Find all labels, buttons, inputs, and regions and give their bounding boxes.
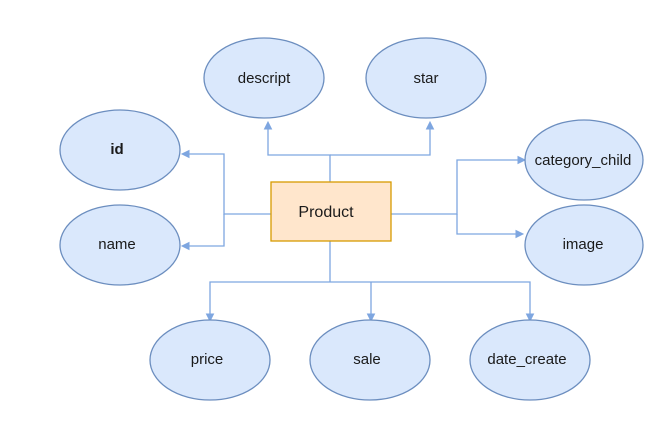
attribute-label-primary-key: id (110, 141, 123, 158)
attribute-ellipse (149, 319, 271, 401)
arrowhead-category-child-icon (517, 155, 527, 165)
arrowhead-descript-icon (263, 120, 273, 130)
arrowhead-price-icon (205, 313, 215, 323)
connectors (188, 128, 531, 314)
attribute-label: descript (238, 70, 291, 87)
attribute-date-create[interactable]: date_create (469, 319, 591, 401)
attribute-ellipse (59, 204, 181, 286)
arrowhead-sale-icon (366, 313, 376, 323)
connector-price (209, 281, 531, 314)
arrowhead-id-icon (180, 149, 190, 159)
attribute-ellipse (524, 204, 644, 286)
attribute-sale[interactable]: sale (309, 319, 431, 401)
connector-star (330, 128, 431, 156)
attribute-label: sale (353, 351, 381, 368)
attribute-label: star (413, 70, 438, 87)
attribute-ellipse (365, 37, 487, 119)
attribute-label: image (563, 236, 604, 253)
attribute-ellipse (469, 319, 591, 401)
connector-category-child (390, 159, 518, 215)
attribute-name[interactable]: name (59, 204, 181, 286)
arrowheads (180, 120, 535, 323)
attribute-ellipse (309, 319, 431, 401)
entity-product[interactable]: Product (270, 181, 392, 242)
attribute-category-child[interactable]: category_child (524, 119, 644, 201)
arrowhead-image-icon (515, 229, 525, 239)
arrowhead-date-create-icon (525, 313, 535, 323)
attribute-image[interactable]: image (524, 204, 644, 286)
attribute-ellipse (59, 109, 181, 191)
connector-descript (267, 128, 331, 182)
entity-box (270, 181, 392, 242)
connector-name (188, 214, 225, 247)
attribute-id[interactable]: id (59, 109, 181, 191)
attribute-star[interactable]: star (365, 37, 487, 119)
connector-id (188, 153, 271, 215)
attribute-label: date_create (487, 351, 566, 368)
arrowhead-name-icon (180, 241, 190, 251)
attribute-label: price (191, 351, 224, 368)
connector-image (456, 214, 516, 235)
attribute-label: name (98, 236, 136, 253)
attribute-ellipse (203, 37, 325, 119)
attribute-ellipse (524, 119, 644, 201)
attribute-descript[interactable]: descript (203, 37, 325, 119)
attribute-label: category_child (535, 152, 632, 169)
entity-label: Product (298, 204, 354, 221)
arrowhead-star-icon (425, 120, 435, 130)
attribute-price[interactable]: price (149, 319, 271, 401)
